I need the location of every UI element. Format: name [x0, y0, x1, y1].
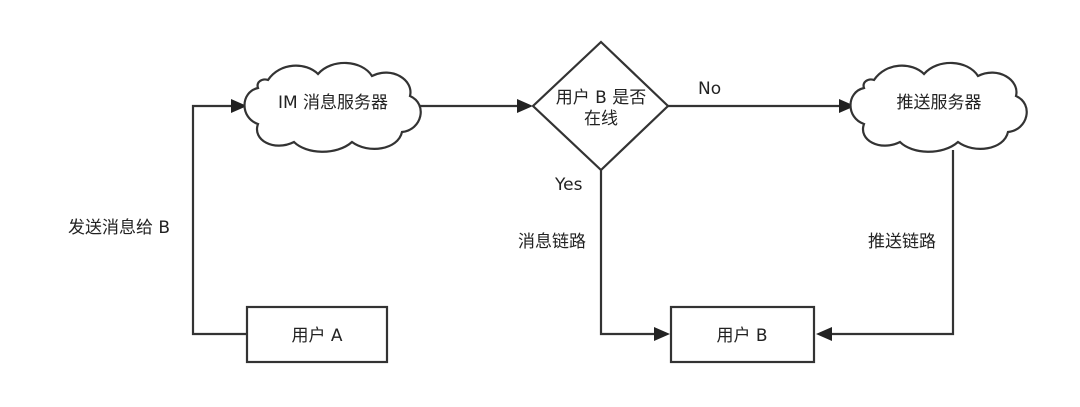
- arrowhead-to-push-server: [839, 99, 855, 113]
- arrowhead-to-decision: [517, 99, 533, 113]
- connector-user-a-to-im-server: [191, 104, 247, 336]
- arrowhead-to-user-b-right: [816, 327, 832, 341]
- decision-label-line2: 在线: [584, 109, 618, 129]
- no-label: No: [698, 79, 721, 99]
- user-a-box: [245, 305, 389, 364]
- im-server-cloud: [243, 61, 422, 153]
- arrowhead-to-user-b-left: [654, 327, 670, 341]
- connector-push-server-to-user-b: [832, 150, 955, 336]
- push-link-label: 推送链路: [868, 232, 936, 252]
- im-server-label: IM 消息服务器: [278, 93, 388, 113]
- send-to-b-label: 发送消息给 B: [68, 218, 170, 238]
- push-server-cloud: [849, 61, 1028, 153]
- yes-label: Yes: [554, 175, 583, 195]
- push-server-label: 推送服务器: [897, 93, 982, 113]
- connector-decision-to-user-b: [599, 170, 655, 336]
- user-a-label: 用户 A: [291, 326, 342, 346]
- message-link-label: 消息链路: [518, 232, 586, 252]
- online-decision-diamond: [531, 40, 670, 172]
- arrowhead-to-im-server: [231, 99, 247, 113]
- decision-label-line1: 用户 B 是否: [556, 88, 646, 108]
- user-b-label: 用户 B: [716, 326, 767, 346]
- user-b-box: [669, 305, 816, 364]
